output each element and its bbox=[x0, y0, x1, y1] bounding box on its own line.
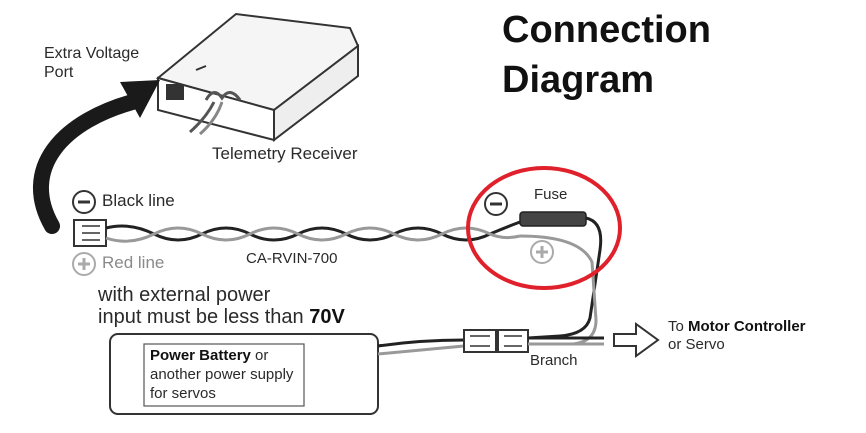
battery-leads bbox=[377, 338, 465, 356]
black-line-label: Black line bbox=[102, 191, 175, 210]
output-wires bbox=[528, 336, 604, 346]
plus-circle-icon bbox=[530, 240, 554, 264]
extra-port-label-line1: Extra Voltage bbox=[44, 45, 140, 62]
battery-line2: another power supply bbox=[150, 366, 294, 383]
twisted-cable bbox=[105, 220, 521, 243]
battery-line1: Power Battery or bbox=[150, 346, 268, 365]
plus-circle-icon bbox=[72, 252, 96, 276]
warning-voltage: 70V bbox=[309, 306, 345, 328]
warning-text: input must be less than bbox=[98, 306, 310, 328]
diagram-title-line1: Connection bbox=[502, 9, 711, 51]
battery-suffix: or bbox=[250, 347, 269, 364]
port-arrow bbox=[33, 80, 160, 234]
diagram-title-line2: Diagram bbox=[502, 59, 655, 101]
battery-line3: for servos bbox=[150, 385, 216, 402]
extra-port-label-line2: Port bbox=[44, 64, 74, 81]
branch-label: Branch bbox=[530, 352, 578, 369]
motor-label-line2: or Servo bbox=[668, 336, 725, 353]
motor-label-line1: To Motor Controller bbox=[668, 318, 806, 336]
cable-model-label: CA-RVIN-700 bbox=[246, 250, 338, 267]
motor-bold: Motor Controller bbox=[688, 318, 806, 335]
warning-line1: with external power bbox=[98, 284, 271, 306]
receiver-label: Telemetry Receiver bbox=[212, 144, 358, 163]
battery-box bbox=[109, 333, 379, 415]
telemetry-receiver-device bbox=[155, 12, 360, 143]
red-line-label: Red line bbox=[102, 253, 165, 272]
minus-circle-icon bbox=[484, 192, 508, 216]
fuse-wiring bbox=[519, 211, 603, 346]
warning-line2: input must be less than 70V bbox=[98, 306, 345, 328]
highlight-circle bbox=[466, 166, 622, 290]
motor-prefix: To bbox=[668, 318, 689, 335]
arrow-right-icon bbox=[613, 322, 660, 358]
connector-plug bbox=[73, 219, 107, 247]
minus-circle-icon bbox=[72, 190, 96, 214]
branch-connectors bbox=[463, 329, 529, 353]
fuse-label: Fuse bbox=[534, 186, 568, 203]
battery-bold: Power Battery bbox=[150, 347, 251, 364]
